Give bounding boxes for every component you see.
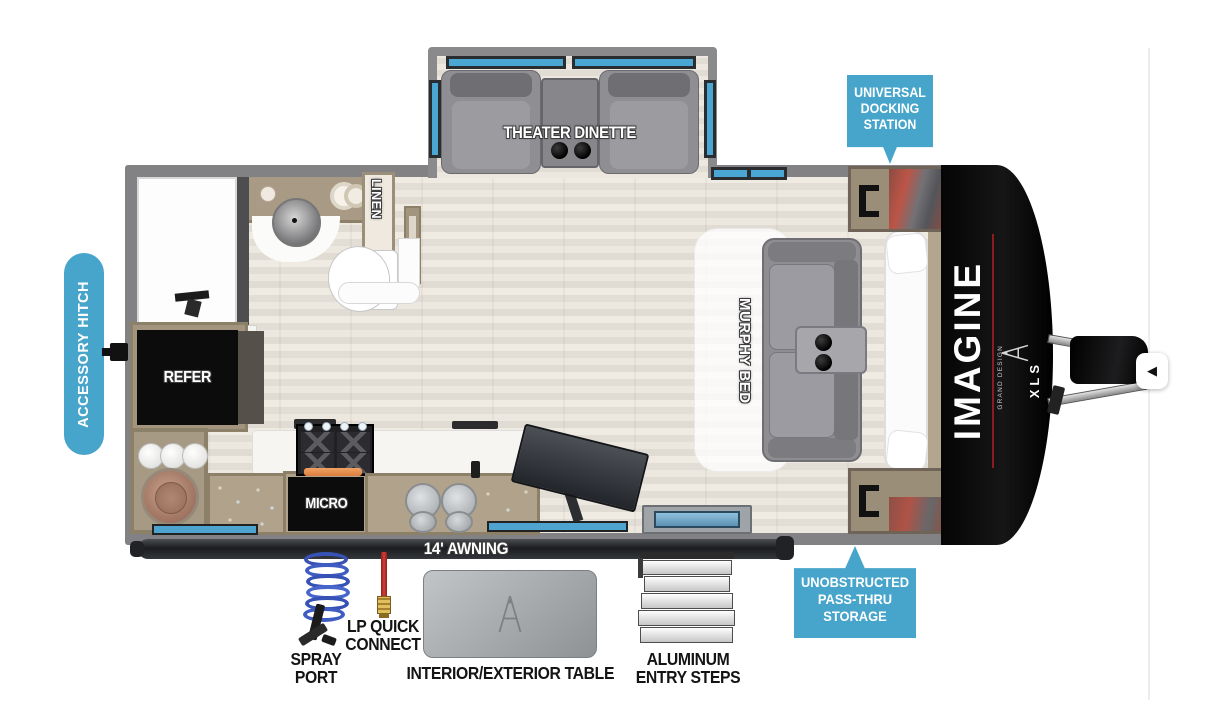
- window: [429, 80, 441, 158]
- linen-label: LINEN: [369, 179, 383, 219]
- docking-station-callout: UNIVERSAL DOCKING STATION: [847, 75, 933, 164]
- cabinet-handle-icon: [866, 185, 879, 191]
- entry-steps-label: ALUMINUM ENTRY STEPS: [635, 649, 741, 688]
- awning-label: 14' AWNING: [423, 539, 508, 558]
- lp-quick-connect-label: LP QUICK CONNECT: [345, 616, 421, 655]
- stove-knob-icon: [322, 422, 331, 431]
- theater-dinette-label: THEATER DINETTE: [503, 124, 637, 142]
- window: [446, 56, 566, 69]
- cabinet-handle-icon: [859, 185, 866, 217]
- cupholder-icon: [815, 334, 832, 351]
- pass-thru-storage-callout: UNOBSTRUCTED PASS-THRU STORAGE: [794, 546, 916, 638]
- imagine-logo: IMAGINE: [947, 261, 988, 441]
- awning-end-cap: [130, 541, 144, 557]
- micro-label: MICRO: [304, 496, 348, 512]
- soap-dish-icon: [260, 186, 276, 202]
- compass-watermark-icon: [498, 595, 522, 633]
- burner-cover-icon: [182, 443, 208, 469]
- awning-bar: 14' AWNING: [138, 539, 793, 559]
- murphy-bed-label: MURPHY BED: [736, 298, 753, 404]
- linen-closet: LINEN: [362, 172, 395, 254]
- cupholder-icon: [574, 142, 591, 159]
- compass-logo-icon: [1001, 344, 1029, 362]
- accessory-hitch-receiver-icon: [102, 348, 112, 356]
- theater-recliner-left: [441, 70, 541, 174]
- accessory-hitch-callout: ACCESSORY HITCH: [64, 253, 104, 455]
- accessory-hitch-receiver-icon: [110, 343, 128, 361]
- prev-arrow-icon: ◀: [1147, 363, 1157, 379]
- window: [704, 80, 716, 158]
- cabinet-handle-icon: [866, 511, 879, 517]
- wardrobe-front-bottom: [848, 468, 948, 534]
- window: [711, 167, 787, 180]
- oven-towel-bar-icon: [304, 468, 362, 476]
- bath-sink-drain-icon: [292, 218, 297, 223]
- entry-steps: [638, 552, 737, 646]
- sink-bowl-icon: [409, 511, 437, 533]
- pantry-panel: [238, 331, 264, 424]
- stove-knob-icon: [358, 422, 367, 431]
- round-sink-inner: [155, 482, 187, 514]
- storage-gear: [889, 497, 945, 531]
- cabinet-handle-icon: [859, 485, 866, 517]
- trivet-icon: [452, 421, 498, 429]
- carousel-prev-button[interactable]: ◀: [1136, 353, 1168, 389]
- window: [572, 56, 696, 69]
- sink-faucet-icon: [471, 461, 480, 478]
- refer-label: REFER: [163, 368, 212, 386]
- cabinet-handle-icon: [866, 211, 879, 217]
- headboard-strip: [928, 222, 944, 478]
- pillow: [885, 232, 929, 275]
- wardrobe-front-top: [848, 166, 948, 232]
- lp-connector-tip-icon: [379, 613, 389, 618]
- stove-knob-icon: [340, 422, 349, 431]
- cupholder-icon: [551, 142, 568, 159]
- bath-sink: [272, 198, 321, 247]
- window: [152, 524, 258, 535]
- exterior-table: [423, 570, 597, 658]
- xls-logo: XLS: [1027, 361, 1042, 399]
- bath-partition-wall: [338, 282, 420, 304]
- storage-gear: [889, 169, 945, 229]
- front-cap: [941, 165, 1053, 545]
- maker-logo: GRAND DESIGN: [997, 344, 1004, 410]
- imagine-underline: [992, 234, 994, 468]
- sofa-console: [795, 326, 867, 374]
- theater-recliner-right: [599, 70, 699, 174]
- table-label: INTERIOR/EXTERIOR TABLE: [406, 663, 614, 683]
- dinette-console: [541, 78, 599, 168]
- microwave: MICRO: [288, 477, 364, 531]
- pillow: [885, 429, 929, 472]
- lp-hose-icon: [381, 552, 387, 598]
- spray-port-label: SPRAY PORT: [290, 649, 342, 688]
- cabinet-handle-icon: [866, 485, 879, 491]
- entry-step-hatch: [654, 511, 740, 528]
- window: [487, 521, 628, 532]
- cupholder-icon: [815, 354, 832, 371]
- sink-bowl-icon: [445, 511, 473, 533]
- refrigerator: REFER: [137, 330, 238, 425]
- awning-end-cap: [776, 536, 794, 560]
- propane-tank-cover: [1070, 336, 1148, 384]
- stove-knob-icon: [304, 422, 313, 431]
- burner-cover-icon: [138, 443, 164, 469]
- lp-connector-icon: [377, 596, 391, 614]
